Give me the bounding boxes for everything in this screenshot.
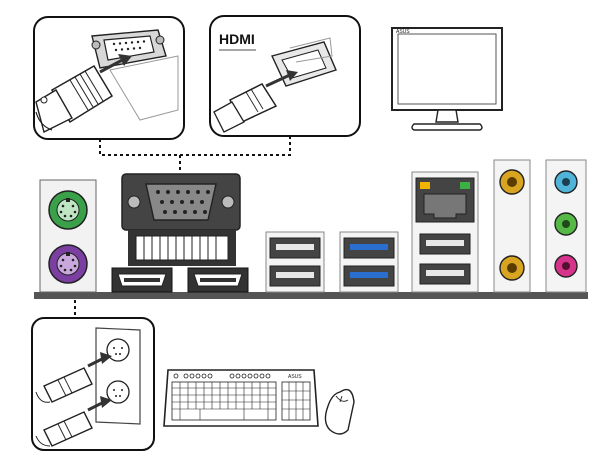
rear-io-panel (34, 159, 588, 299)
hdmi-callout: HDMI (209, 15, 361, 137)
ps2-port-icon (39, 179, 97, 293)
vga-port (121, 173, 241, 266)
coaxial-spdif-icon (493, 159, 531, 293)
hdmi-connector-icon (213, 37, 337, 133)
vga-connector-icon (35, 29, 179, 134)
hdmi-port (111, 267, 249, 293)
lan-port-icon (411, 171, 479, 293)
keyboard-brand: ASUS (288, 374, 302, 380)
usb2-port-icon (265, 231, 325, 293)
monitor-icon: ASUS (391, 27, 503, 131)
keyboard-icon: ASUS (163, 369, 319, 427)
vga-callout (33, 16, 185, 140)
ps2-callout (31, 317, 155, 451)
mouse-icon (324, 388, 355, 435)
callout-leaders (74, 136, 291, 320)
usb3-port-icon (339, 231, 399, 293)
hdmi-logo: HDMI (219, 31, 255, 47)
monitor-brand: ASUS (396, 29, 410, 35)
audio-jack-icon (545, 159, 587, 293)
